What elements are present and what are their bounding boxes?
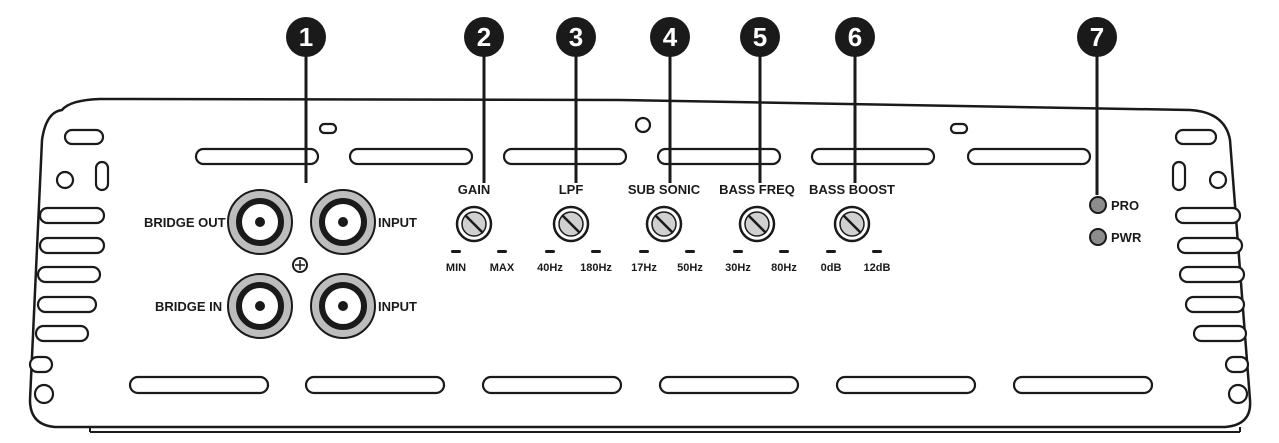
bass-boost-min-label: 0dB [821, 262, 842, 274]
bass-freq-max-label: 80Hz [771, 262, 797, 274]
ground-screw-icon [292, 257, 308, 273]
callout-badge-6: 6 [835, 17, 875, 57]
bass-boost-control: BASS BOOST 0dB 12dB [809, 182, 895, 274]
rca-jacks [227, 189, 376, 339]
bass-freq-min-label: 30Hz [725, 262, 751, 274]
subsonic-control: SUB SONIC 17Hz 50Hz [628, 182, 703, 274]
input-top-label: INPUT [378, 215, 417, 230]
lpf-control: LPF 40Hz 180Hz [537, 182, 612, 274]
input-jack-bottom [310, 273, 376, 339]
pro-led: PRO [1089, 196, 1139, 214]
callout-number: 7 [1090, 22, 1104, 52]
callout-badge-5: 5 [740, 17, 780, 57]
pro-led-label: PRO [1111, 198, 1139, 213]
callout-number: 3 [569, 22, 583, 52]
bass-freq-label: BASS FREQ [719, 182, 795, 197]
callout-number: 4 [663, 22, 678, 52]
pwr-led-light [1089, 228, 1107, 246]
bridge-out-jack [227, 189, 293, 255]
bass-freq-control: BASS FREQ 30Hz 80Hz [719, 182, 797, 274]
callout-number: 1 [299, 22, 313, 52]
callout-leaders [304, 52, 1099, 195]
input-jack-top [310, 189, 376, 255]
top-vent-slots [194, 116, 1092, 166]
gain-max-label: MAX [490, 262, 515, 274]
gain-label: GAIN [458, 182, 491, 197]
callout-badge-4: 4 [650, 17, 690, 57]
lpf-label: LPF [559, 182, 584, 197]
input-bottom-label: INPUT [378, 299, 417, 314]
subsonic-max-label: 50Hz [677, 262, 703, 274]
bass-boost-label: BASS BOOST [809, 182, 895, 197]
bridge-in-jack [227, 273, 293, 339]
lpf-min-label: 40Hz [537, 262, 563, 274]
gain-min-label: MIN [446, 262, 466, 274]
right-side-vents [1171, 128, 1250, 405]
bridge-in-label: BRIDGE IN [155, 299, 222, 314]
callout-badge-2: 2 [464, 17, 504, 57]
bridge-out-label: BRIDGE OUT [144, 215, 226, 230]
lpf-max-label: 180Hz [580, 262, 612, 274]
gain-control: GAIN MIN MAX [446, 182, 515, 274]
panel-outline [28, 97, 1252, 429]
callout-badge-1: 1 [286, 17, 326, 57]
subsonic-label: SUB SONIC [628, 182, 701, 197]
left-side-vents [28, 128, 110, 405]
callout-badge-7: 7 [1077, 17, 1117, 57]
pro-led-light [1089, 196, 1107, 214]
callout-number: 5 [753, 22, 767, 52]
callout-number: 2 [477, 22, 491, 52]
bass-boost-max-label: 12dB [864, 262, 891, 274]
callout-number: 6 [848, 22, 862, 52]
callout-badge-3: 3 [556, 17, 596, 57]
subsonic-min-label: 17Hz [631, 262, 657, 274]
pwr-led: PWR [1089, 228, 1142, 246]
pwr-led-label: PWR [1111, 230, 1142, 245]
bottom-vent-slots [128, 375, 1154, 395]
